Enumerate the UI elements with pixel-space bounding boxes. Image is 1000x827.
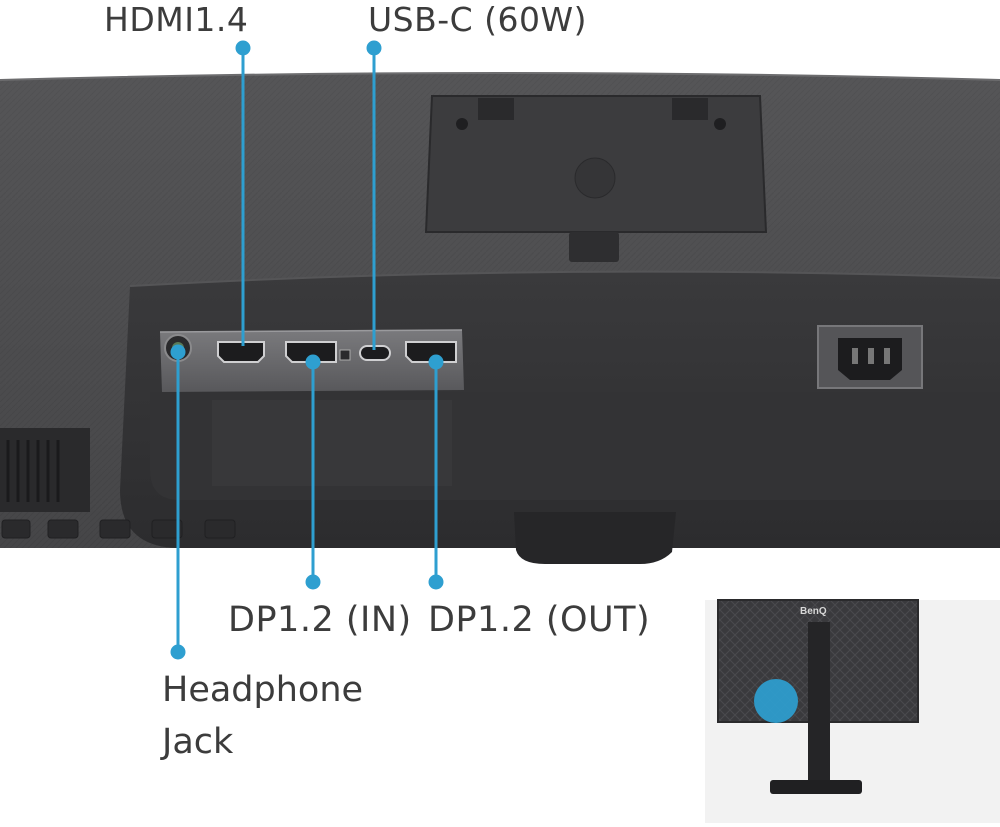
vesa-mount-recess: [424, 95, 768, 262]
port-bay: [120, 270, 1000, 548]
usbc-label: USB-C (60W): [368, 0, 588, 39]
headphone-label: Headphone Jack: [162, 664, 363, 768]
inset-brand-logo: BenQ: [800, 606, 827, 617]
dp-out-label: DP1.2 (OUT): [428, 600, 651, 640]
highlight-circle: [754, 679, 798, 723]
control-buttons: [1, 519, 236, 539]
headphone-label-line1: Headphone: [162, 670, 364, 710]
hdmi-port: [217, 341, 265, 363]
side-vent: [0, 428, 90, 512]
callout-lines: [170, 40, 444, 660]
stand-neck: [514, 512, 676, 564]
hdmi-label: HDMI1.4: [104, 0, 249, 39]
monitor-thumbnail: [705, 599, 1000, 823]
headphone-label-line2: Jack: [162, 722, 234, 762]
ac-power-inlet: [817, 325, 923, 389]
dp-mst-icon: [339, 349, 351, 361]
dp-in-label: DP1.2 (IN): [228, 600, 412, 640]
